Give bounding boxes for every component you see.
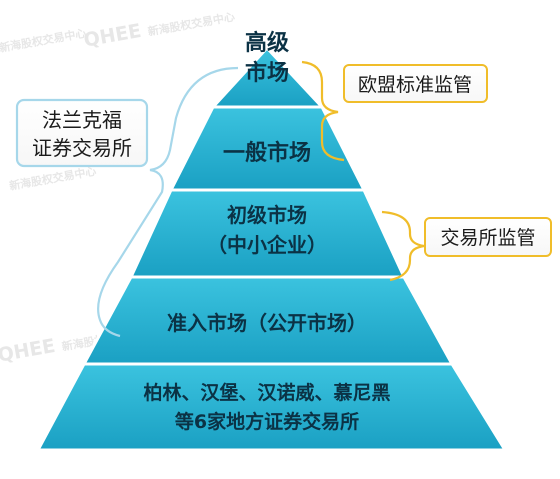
frankfurt-line-1: 法兰克福 <box>42 108 122 132</box>
tier-2-line-1: 一般市场 <box>223 140 311 166</box>
tier-4-line-1: 准入市场（公开市场） <box>167 311 367 335</box>
frankfurt-box: 法兰克福 证券交易所 <box>15 98 149 168</box>
eu-regulation-box: 欧盟标准监管 <box>343 64 488 103</box>
eu-regulation-label: 欧盟标准监管 <box>358 74 472 96</box>
frankfurt-bracket <box>97 66 239 338</box>
tier-5-line-2: 等6家地方证券交易所 <box>174 410 359 433</box>
pyramid-tier-5 <box>35 362 508 452</box>
tier-5-line-1: 柏林、汉堡、汉诺威、慕尼黑 <box>143 381 390 404</box>
exchange-regulation-box: 交易所监管 <box>424 217 552 257</box>
tier-1-line-1: 高级 <box>245 30 289 56</box>
tier-1-line-2: 市场 <box>245 60 289 86</box>
frankfurt-line-2: 证券交易所 <box>32 136 132 160</box>
eu-regulation-bracket <box>301 60 345 162</box>
tier-3-line-2: （中小企业） <box>207 233 327 257</box>
tier-3-line-1: 初级市场 <box>227 203 307 227</box>
exchange-regulation-label: 交易所监管 <box>440 227 535 249</box>
